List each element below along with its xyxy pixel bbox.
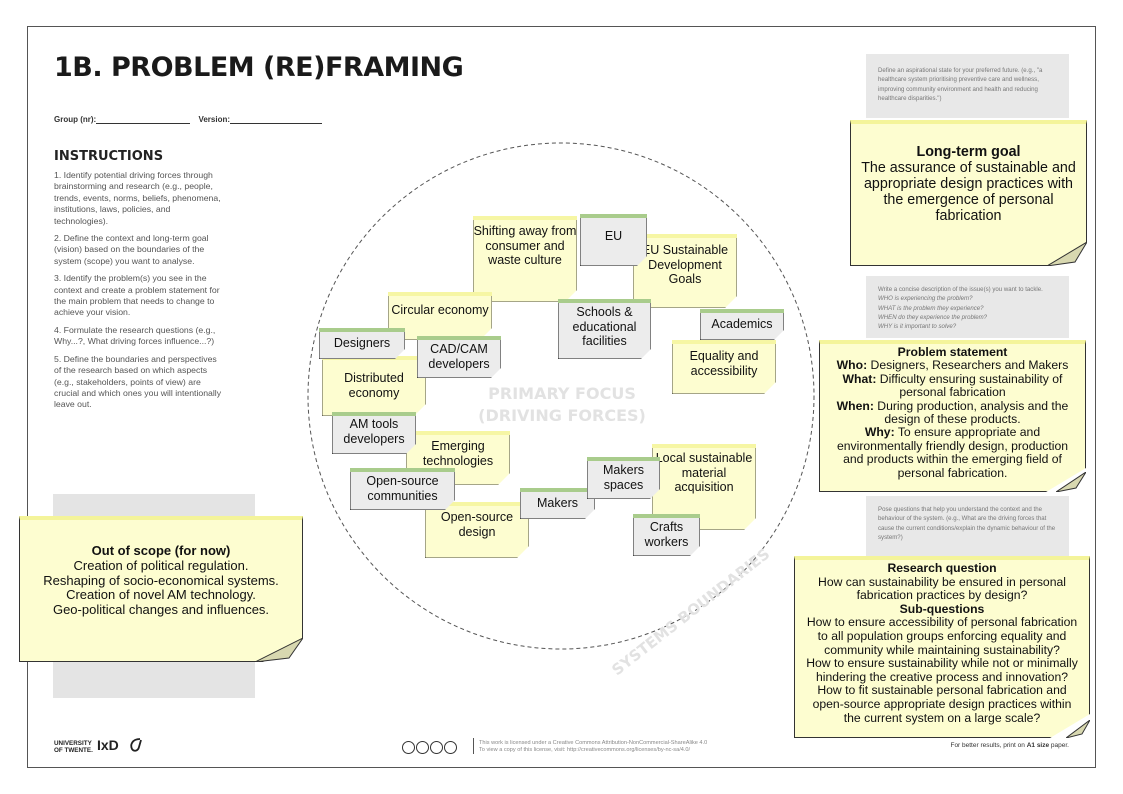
problem-when: When: During production, analysis and th… xyxy=(836,398,1069,427)
scope-item: Reshaping of socio-economical systems. xyxy=(43,572,279,588)
primary-focus-label: PRIMARY FOCUS xyxy=(488,384,636,403)
goal-heading: Long-term goal xyxy=(916,144,1021,160)
note-eu[interactable]: EU xyxy=(580,214,647,266)
systems-boundary-circle xyxy=(307,142,815,650)
problem-note-curl xyxy=(1056,472,1086,492)
license-divider xyxy=(473,738,474,754)
research-question-note[interactable]: Research question How can sustainability… xyxy=(794,556,1090,738)
poster-frame xyxy=(27,26,1096,768)
page-title: 1B. PROBLEM (RE)FRAMING xyxy=(54,52,464,83)
instruction-step: 2. Define the context and long-term goal… xyxy=(54,233,209,266)
note-shifting-away[interactable]: Shifting away from consumer and waste cu… xyxy=(473,216,577,302)
version-label: Version: xyxy=(198,115,231,124)
note-schools[interactable]: Schools & educational facilities xyxy=(558,299,651,359)
goal-hint: Define an aspirational state for your pr… xyxy=(866,54,1069,118)
out-of-scope-note[interactable]: Out of scope (for now) Creation of polit… xyxy=(19,516,303,662)
instruction-step: 4. Formulate the research questions (e.g… xyxy=(54,324,216,347)
license-text: This work is licensed under a Creative C… xyxy=(479,740,708,753)
note-distributed-economy[interactable]: Distributed economy xyxy=(322,356,426,416)
note-designers[interactable]: Designers xyxy=(319,328,405,359)
research-heading: Research question xyxy=(887,561,997,575)
problem-heading: Problem statement xyxy=(897,345,1008,359)
instruction-step: 1. Identify potential driving forces thr… xyxy=(54,170,221,226)
driving-forces-label: (DRIVING FORCES) xyxy=(478,406,646,425)
by-icon xyxy=(416,741,429,755)
note-cad-cam[interactable]: CAD/CAM developers xyxy=(417,336,501,378)
university-logo: UNIVERSITY OF TWENTE. xyxy=(54,740,93,754)
group-label: Group (nr): xyxy=(54,115,97,124)
note-academics[interactable]: Academics xyxy=(700,309,784,340)
group-field[interactable] xyxy=(96,115,191,124)
problem-who: Who: Designers, Researchers and Makers xyxy=(836,358,1069,373)
note-makers-spaces[interactable]: Makers spaces xyxy=(587,457,660,499)
instruction-step: 5. Define the boundaries and perspective… xyxy=(54,353,222,410)
problem-what: What: Difficulty ensuring sustainability… xyxy=(842,371,1063,400)
print-note: For better results, print on A1 size pap… xyxy=(950,742,1069,749)
sa-icon xyxy=(444,741,457,755)
goal-note-curl xyxy=(1047,242,1087,266)
goal-text: The assurance of sustainable and appropr… xyxy=(861,160,1076,224)
problem-statement-note[interactable]: Problem statement Who: Designers, Resear… xyxy=(819,340,1086,492)
note-am-tools[interactable]: AM tools developers xyxy=(332,412,416,454)
note-circular-economy[interactable]: Circular economy xyxy=(388,292,492,340)
problem-hint: Write a concise description of the issue… xyxy=(866,276,1069,338)
instruction-step: 3. Identify the problem(s) you see in th… xyxy=(54,273,220,318)
version-field[interactable] xyxy=(230,115,323,124)
ixd-logo: IxD xyxy=(97,737,119,753)
long-term-goal-note[interactable]: Long-term goal The assurance of sustaina… xyxy=(850,120,1087,266)
scope-item: Geo-political changes and influences. xyxy=(52,602,270,618)
instructions-heading: INSTRUCTIONS xyxy=(54,149,164,164)
note-eu-sdg[interactable]: EU Sustainable Development Goals xyxy=(633,234,737,308)
note-open-source-communities[interactable]: Open-source communities xyxy=(350,468,455,510)
note-equality-accessibility[interactable]: Equality and accessibility xyxy=(672,340,776,394)
instructions-list: 1. Identify potential driving forces thr… xyxy=(54,170,226,417)
nc-icon xyxy=(430,741,443,755)
scope-note-curl xyxy=(255,638,303,662)
problem-why: Why: To ensure appropriate and environme… xyxy=(836,425,1068,480)
cc-icon xyxy=(402,741,415,755)
note-open-source-design[interactable]: Open-source design xyxy=(425,502,529,558)
scope-item: Creation of novel AM technology. xyxy=(66,587,256,603)
research-question: How can sustainability be ensured in per… xyxy=(818,574,1066,603)
note-makers[interactable]: Makers xyxy=(520,488,595,519)
scope-heading: Out of scope (for now) xyxy=(91,543,231,558)
research-note-curl xyxy=(1066,720,1090,738)
scope-item: Creation of political regulation. xyxy=(73,557,249,573)
cc-license-icons xyxy=(402,739,458,757)
brand-mark-icon xyxy=(130,738,142,752)
sub-questions-heading: Sub-questions xyxy=(899,601,985,616)
sub-question: How to ensure accessibility of personal … xyxy=(806,615,1078,657)
group-version-line: Group (nr): Version: xyxy=(54,115,328,124)
sub-question: How to ensure sustainability while not o… xyxy=(806,656,1078,684)
research-hint: Pose questions that help you understand … xyxy=(866,496,1069,556)
sub-question: How to fit sustainable personal fabricat… xyxy=(812,683,1072,725)
systems-boundaries-label: SYSTEMS BOUNDARIES xyxy=(608,545,773,679)
note-crafts-workers[interactable]: Crafts workers xyxy=(633,514,700,556)
